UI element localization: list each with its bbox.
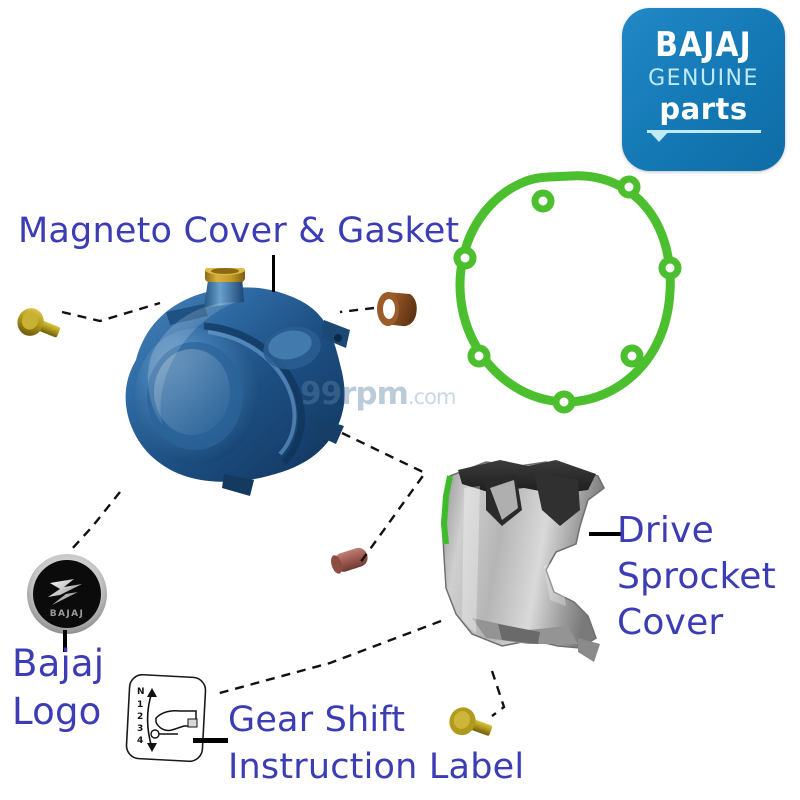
- magneto-cover-gasket: [442, 160, 702, 420]
- bolt-head-face: [21, 311, 39, 330]
- magneto-pocket-inner: [268, 330, 312, 360]
- gear-lever-pivot: [150, 729, 160, 739]
- drive-sprocket-cover-shape: [440, 460, 605, 662]
- page-title-magneto-cover-gasket: Magneto Cover & Gasket: [18, 211, 460, 251]
- leader-line-gear-shift: [193, 738, 228, 743]
- bush-shape: [377, 292, 417, 327]
- gear-shift-instruction-label: N 1 2 3 4: [122, 672, 214, 764]
- leader-line-magneto-title: [272, 255, 275, 292]
- sprocket-cover-foot-shadow: [498, 624, 540, 644]
- sprocket-cover-gasket-edge: [440, 475, 453, 545]
- gear-pos-3: 3: [137, 724, 143, 734]
- gear-pos-n: N: [137, 687, 145, 697]
- plug-end: [331, 555, 343, 574]
- gear-pos-4: 4: [137, 736, 143, 746]
- sprocket-cover-sheen: [462, 486, 480, 634]
- magneto-neck-base: [204, 276, 244, 308]
- gear-label-shape: N 1 2 3 4: [125, 673, 207, 763]
- hex-flange-bolt-left: [8, 300, 68, 350]
- sprocket-cover-recess-highlight: [490, 480, 518, 520]
- magneto-rib: [203, 322, 305, 465]
- badge-brand-row: BAJAJ: [622, 25, 785, 66]
- magneto-rib-highlight: [207, 330, 297, 456]
- plug-group: [331, 547, 368, 574]
- gear-pos-2: 2: [137, 712, 143, 722]
- sprocket-cover-sheen-2: [544, 560, 566, 606]
- gear-pos-1: 1: [137, 700, 143, 710]
- gasket-bolt-holes: [453, 175, 682, 414]
- magneto-boss-highlight: [154, 349, 230, 435]
- sprocket-cover-tail: [578, 638, 600, 662]
- bolt-shape: [17, 308, 61, 338]
- bajaj-emblem-shape: BAJAJ: [27, 554, 107, 634]
- badge-parts-text: parts: [659, 92, 748, 126]
- sprocket-cover-recess-2: [534, 472, 580, 526]
- badge-brand-text: BAJAJ: [655, 25, 752, 66]
- gear-arrow-up-icon: [147, 688, 157, 697]
- watermark-text: 99rpm: [300, 376, 409, 412]
- bajaj-genuine-parts-badge: BAJAJ GENUINE parts: [622, 8, 785, 171]
- magneto-lug-top-left: [166, 304, 208, 325]
- bolt-group-2: [449, 707, 493, 736]
- label-drive-sprocket-cover: Drive Sprocket Cover: [617, 510, 776, 644]
- label-bajaj-logo: Bajaj Logo: [12, 642, 105, 734]
- drive-sprocket-cover: [428, 448, 628, 678]
- magneto-sheen: [147, 302, 236, 424]
- gear-arrow-down-icon: [147, 743, 157, 752]
- badge-underline: [647, 130, 761, 133]
- gear-position-list: N 1 2 3 4: [137, 687, 145, 746]
- badge-tick-icon: [648, 130, 670, 142]
- bolt-group: [17, 308, 61, 338]
- magneto-cover: [92, 268, 367, 513]
- gasket-outline: [455, 171, 675, 407]
- magneto-lug-right: [322, 320, 350, 348]
- rubber-plug: [326, 540, 378, 580]
- copper-bush: [374, 286, 424, 332]
- magneto-cover-shape: [125, 268, 350, 496]
- hex-flange-bolt-bottom: [440, 700, 500, 748]
- plug-shape: [331, 547, 368, 574]
- bajaj-flying-b-icon: [48, 579, 82, 605]
- site-watermark: 99rpm.com: [300, 376, 457, 412]
- gear-heel-block: [187, 718, 198, 728]
- bolt-shape-2: [449, 707, 493, 736]
- badge-genuine-text: GENUINE: [648, 66, 759, 91]
- bajaj-round-logo: BAJAJ: [26, 553, 108, 635]
- watermark-suffix: .com: [407, 385, 457, 409]
- bolt-head-face-2: [453, 711, 471, 729]
- magneto-filler-bore: [211, 268, 239, 274]
- gasket-shape: [453, 171, 682, 414]
- magneto-lug-lower-right: [314, 418, 344, 444]
- magneto-lug-bottom: [222, 474, 254, 496]
- label-gear-shift-instruction: Gear Shift Instruction Label: [228, 700, 525, 788]
- magneto-lug-hole: [334, 334, 342, 342]
- leader-line-drive-sprocket: [589, 532, 621, 536]
- bush-bore: [383, 299, 395, 319]
- leader-line-bajaj-logo: [63, 630, 67, 652]
- emblem-wordmark: BAJAJ: [50, 609, 85, 619]
- leader-gear-shift-label: [215, 619, 442, 696]
